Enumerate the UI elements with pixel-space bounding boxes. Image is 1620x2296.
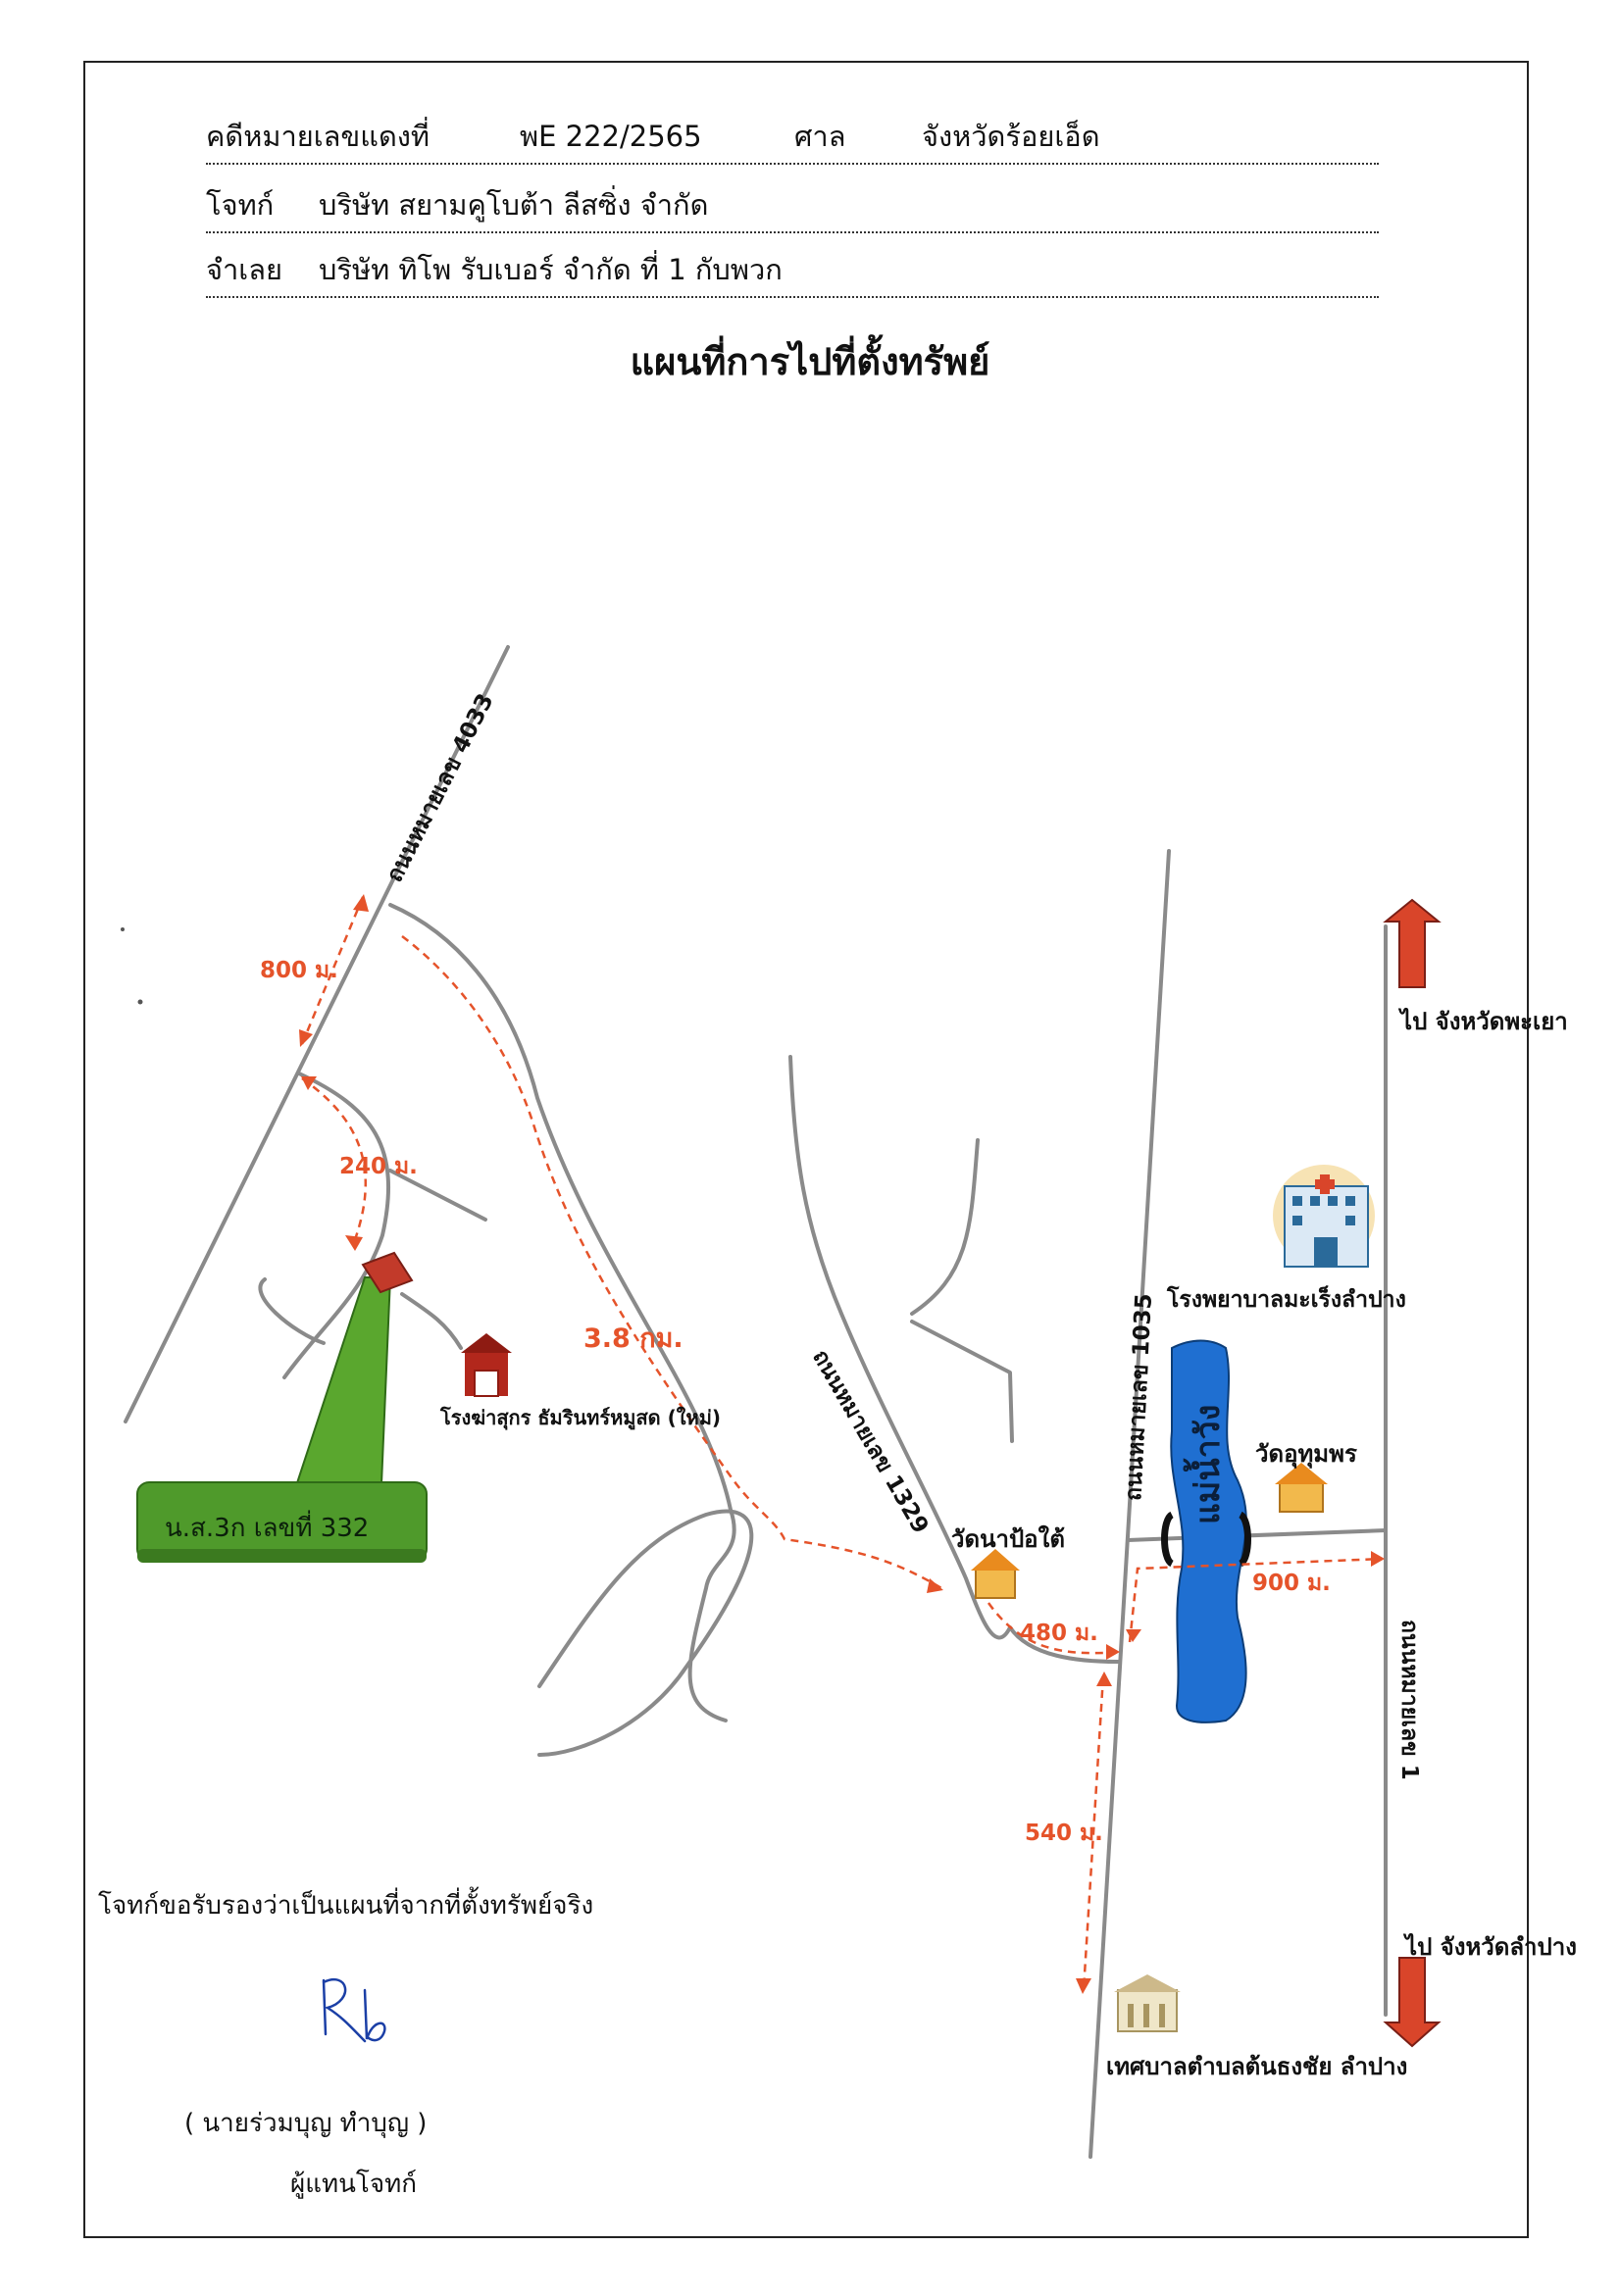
signer-role: ผู้แทนโจทก์	[290, 2170, 417, 2199]
arrowhead	[1106, 1644, 1120, 1660]
distance-480: 480 ม.	[1020, 1621, 1098, 1646]
river-shape	[1170, 1339, 1247, 1723]
hospital-icon	[1273, 1165, 1375, 1268]
temple-uthum-label: วัดอุทุมพร	[1255, 1440, 1357, 1468]
plaintiff-value: บริษัท สยามคูโบต้า ลีสซิ่ง จำกัด	[319, 188, 709, 222]
page-title: แผนที่การไปที่ตั้งทรัพย์	[630, 340, 990, 383]
signer-name: ( นายร่วมบุญ ทำบุญ )	[184, 2109, 428, 2138]
defendant-label: จำเลย	[206, 253, 282, 286]
land-marker-icon	[361, 1251, 414, 1294]
court-value: จังหวัดร้อยเอ็ด	[922, 120, 1100, 153]
certification-text: โจทก์ขอรับรองว่าเป็นแผนที่จากที่ตั้งทรัพ…	[98, 1891, 594, 1921]
barn-icon	[461, 1333, 512, 1397]
arrowhead	[301, 1076, 317, 1090]
temple-icon-napo	[971, 1549, 1020, 1599]
arrowhead	[1371, 1551, 1385, 1567]
route-900	[1128, 1557, 1384, 1643]
defendant-row: จำเลย บริษัท ทิโพ รับเบอร์ จำกัด ที่ 1 ก…	[206, 253, 1379, 298]
arrowhead	[353, 894, 369, 912]
distance-240: 240 ม.	[339, 1154, 418, 1179]
route-arrowheads	[299, 894, 1385, 1994]
distance-800: 800 ม.	[260, 958, 338, 983]
land-title-label: น.ส.3ก เลขที่ 332	[165, 1514, 370, 1543]
distance-3-8km: 3.8 กม.	[583, 1323, 683, 1354]
route-lines	[300, 896, 1384, 1991]
slaughterhouse-label: โรงฆ่าสุกร ธัมรินทร์หมูสด (ใหม่)	[440, 1406, 722, 1429]
road-1329-line	[788, 1055, 1120, 1664]
arrowhead	[1076, 1978, 1091, 1994]
route-38km	[401, 935, 942, 1590]
municipality-label: เทศบาลตำบลต้นธงชัย ลำปาง	[1106, 2053, 1408, 2080]
to-lampang-label: ไป จังหวัดลำปาง	[1405, 1933, 1577, 1961]
municipality-icon	[1114, 1974, 1181, 2032]
arrowhead	[345, 1235, 363, 1251]
distance-540: 540 ม.	[1025, 1821, 1103, 1846]
route-480	[987, 1602, 1119, 1655]
arrowhead	[299, 1029, 313, 1047]
document-frame	[83, 61, 1529, 2238]
road-spur-5	[258, 1277, 326, 1345]
temple-icon-uthum	[1275, 1463, 1328, 1513]
road-spur-2	[388, 1169, 487, 1222]
scan-speck	[137, 999, 143, 1005]
scan-speck	[121, 927, 125, 931]
arrowhead	[1096, 1672, 1112, 1686]
bridge-right-bracket	[1238, 1511, 1251, 1568]
river-label: แม่น้ำวัง	[1189, 1404, 1228, 1524]
court-label: ศาล	[794, 120, 846, 153]
land-plate-edge	[137, 1549, 427, 1563]
bridge-left-bracket	[1161, 1511, 1175, 1568]
temple-napo-label: วัดนาป้อใต้	[951, 1525, 1065, 1553]
arrow-to-phayao-icon	[1383, 898, 1442, 988]
defendant-value: บริษัท ทิโพ รับเบอร์ จำกัด ที่ 1 กับพวก	[319, 253, 783, 286]
arrow-to-lampang-icon	[1383, 1957, 1442, 2048]
road-spur-3	[910, 1138, 980, 1316]
case-number-value: พE 222/2565	[520, 120, 702, 153]
road-bridge-east	[1126, 1528, 1388, 1542]
road-1-label: ถนนหมายเลข 1	[1396, 1620, 1422, 1780]
arrowhead	[1126, 1629, 1141, 1642]
case-number-label: คดีหมายเลขแดงที่	[206, 120, 430, 153]
road-south-loop	[537, 1509, 754, 1757]
road-spur-4	[910, 1320, 1014, 1443]
distance-900: 900 ม.	[1252, 1571, 1331, 1596]
road-spur-6	[400, 1292, 463, 1350]
road-4033-line	[124, 645, 510, 1423]
road-1035-line	[1088, 849, 1171, 2159]
plaintiff-label: โจทก์	[206, 188, 275, 222]
road-branch-west	[388, 903, 736, 1722]
road-spur-1	[282, 1072, 391, 1379]
hospital-label: โรงพยาบาลมะเร็งลำปาง	[1167, 1287, 1406, 1313]
case-number-row: คดีหมายเลขแดงที่ พE 222/2565 ศาล จังหวัด…	[206, 120, 1379, 165]
road-network	[124, 645, 1388, 2159]
route-540	[1082, 1675, 1105, 1991]
arrowhead	[927, 1578, 943, 1593]
plaintiff-row: โจทก์ บริษัท สยามคูโบต้า ลีสซิ่ง จำกัด	[206, 188, 1379, 233]
to-phayao-label: ไป จังหวัดพะเยา	[1400, 1008, 1568, 1035]
